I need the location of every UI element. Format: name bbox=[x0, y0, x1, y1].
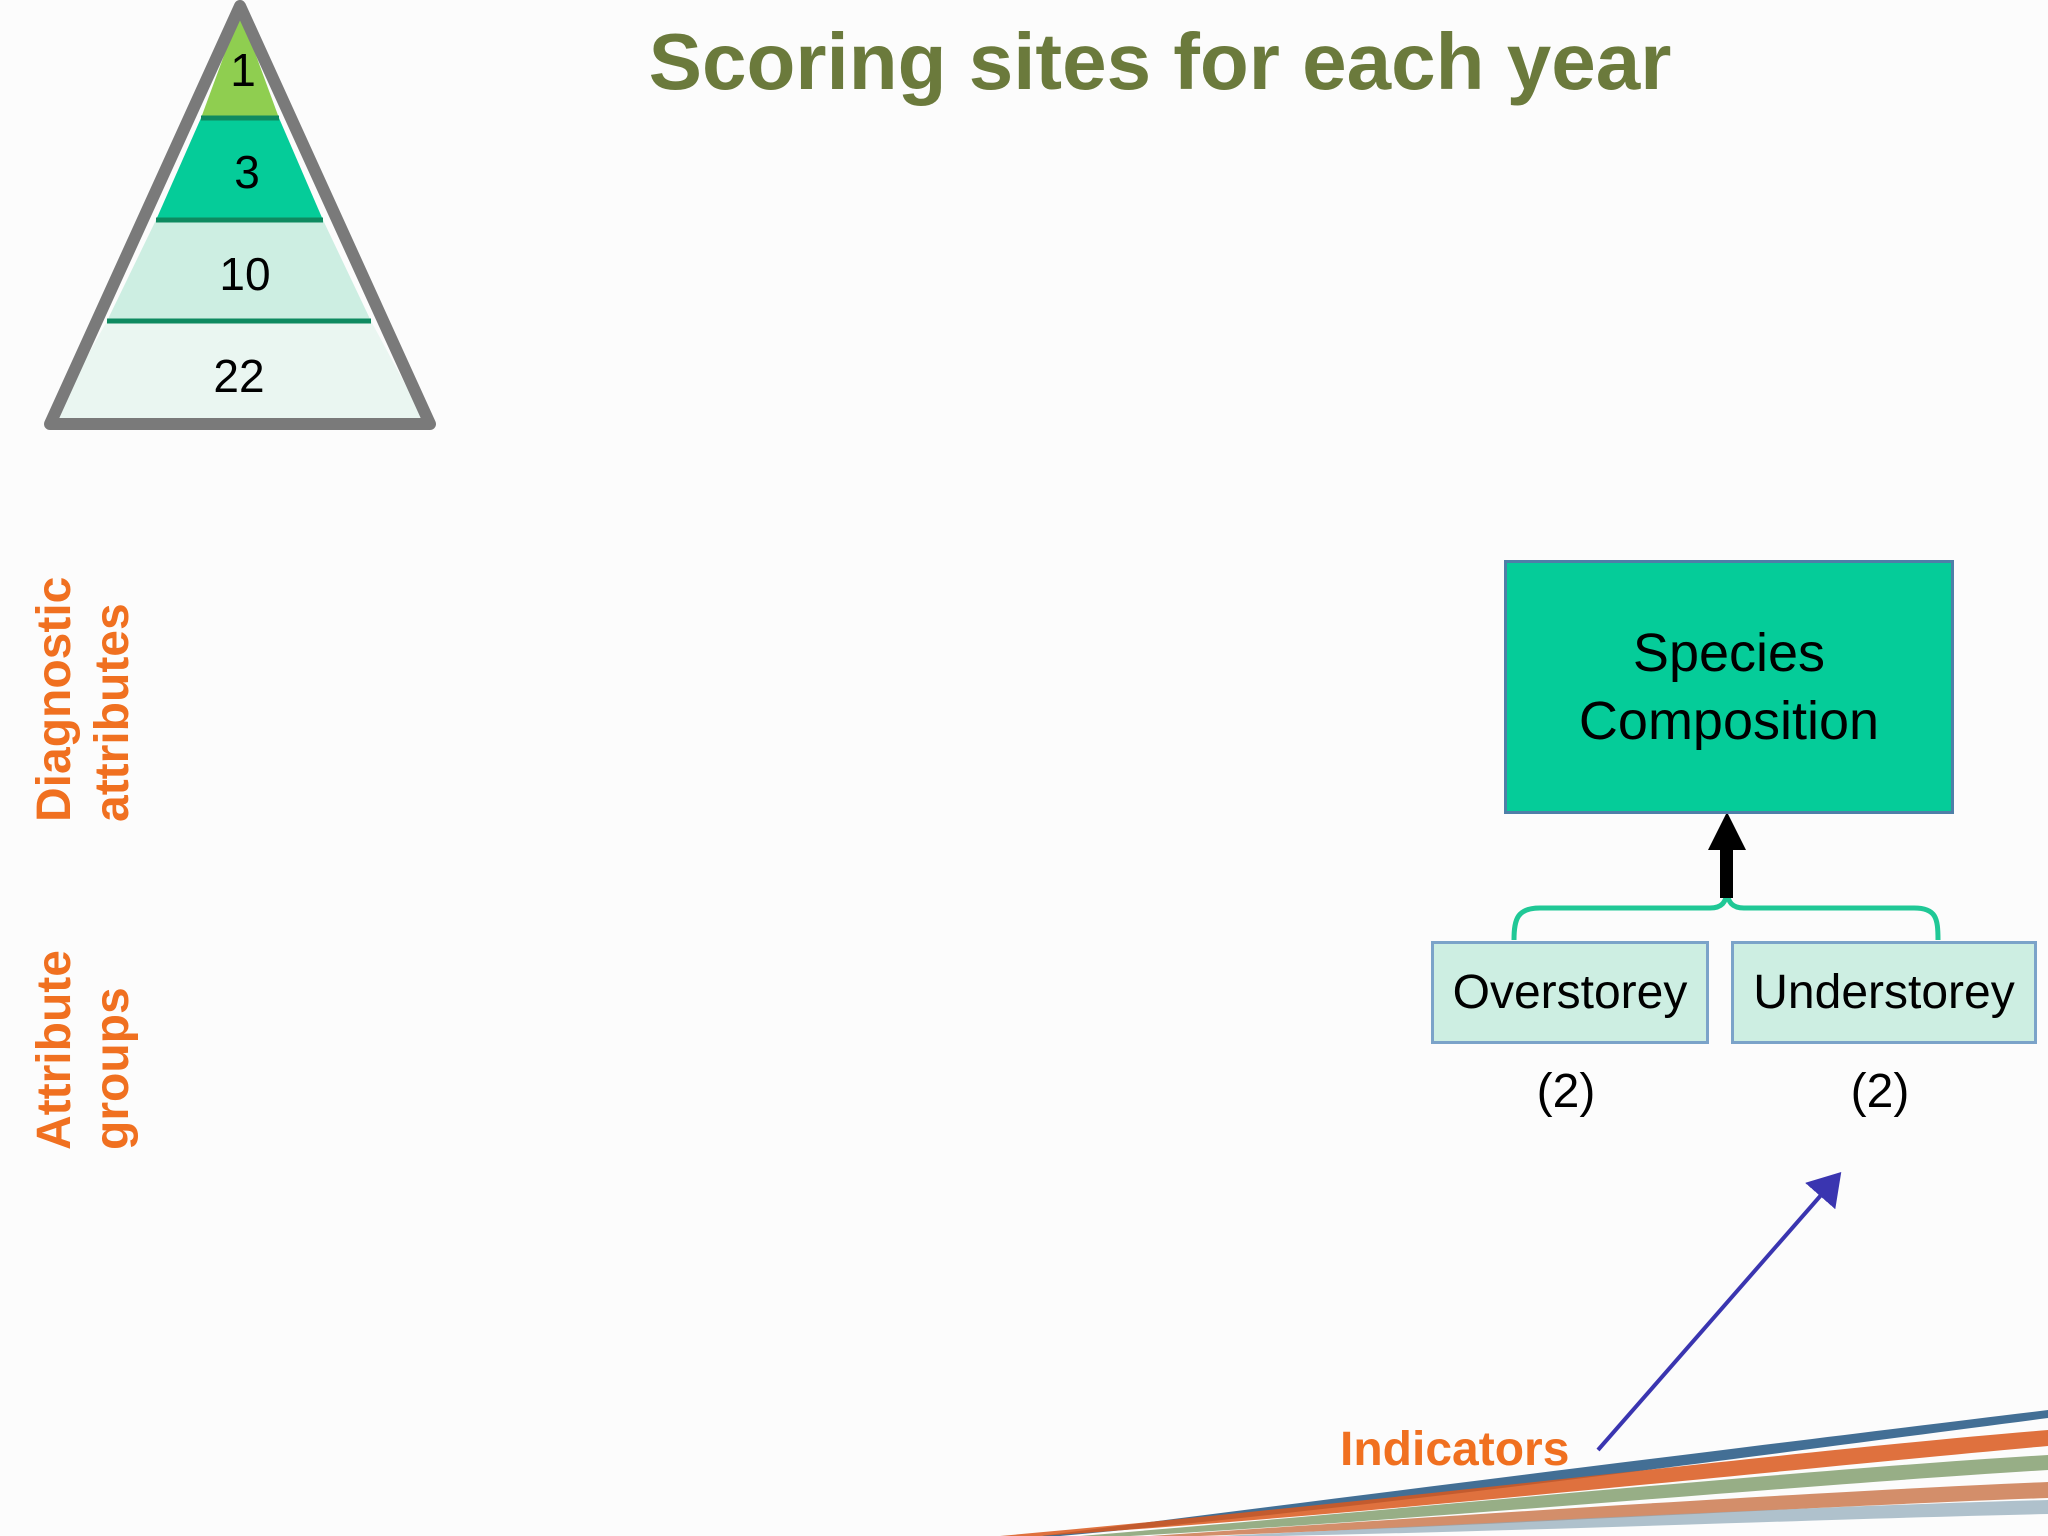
overstorey-label: Overstorey bbox=[1452, 966, 1688, 1019]
pyramid-label-1: 1 bbox=[230, 44, 256, 96]
pyramid-level-1 bbox=[201, 12, 279, 118]
indicators-label: Indicators bbox=[1340, 1423, 1570, 1476]
hierarchy-pyramid: 1 3 10 22 bbox=[44, 0, 436, 430]
understorey-indicator-count: (2) bbox=[1850, 1065, 1910, 1118]
pyramid-level-22 bbox=[50, 321, 426, 423]
pyramid-outline bbox=[44, 0, 436, 430]
species-composition-box: Species Composition bbox=[1504, 560, 1954, 814]
decorative-ribbons bbox=[1000, 1410, 2048, 1536]
up-arrow-shaft bbox=[1720, 846, 1733, 898]
species-composition-line-1: Species bbox=[1632, 623, 1826, 683]
overstorey-indicator-count: (2) bbox=[1536, 1065, 1596, 1118]
pyramid-label-10: 10 bbox=[219, 248, 270, 300]
up-arrow-head bbox=[1708, 812, 1746, 850]
group-bracket bbox=[1511, 891, 1941, 941]
understorey-box: Understorey bbox=[1731, 941, 2037, 1044]
pyramid-label-3: 3 bbox=[234, 146, 260, 198]
page-title: Scoring sites for each year bbox=[648, 17, 1672, 106]
pyramid-level-10 bbox=[107, 220, 371, 321]
species-composition-line-2: Composition bbox=[1578, 691, 1880, 751]
overstorey-box: Overstorey bbox=[1431, 941, 1709, 1044]
pyramid-level-3 bbox=[156, 118, 323, 220]
understorey-label: Understorey bbox=[1753, 966, 2015, 1019]
indicators-pointer-arrow bbox=[1596, 1171, 1842, 1452]
pyramid-label-22: 22 bbox=[213, 350, 264, 402]
